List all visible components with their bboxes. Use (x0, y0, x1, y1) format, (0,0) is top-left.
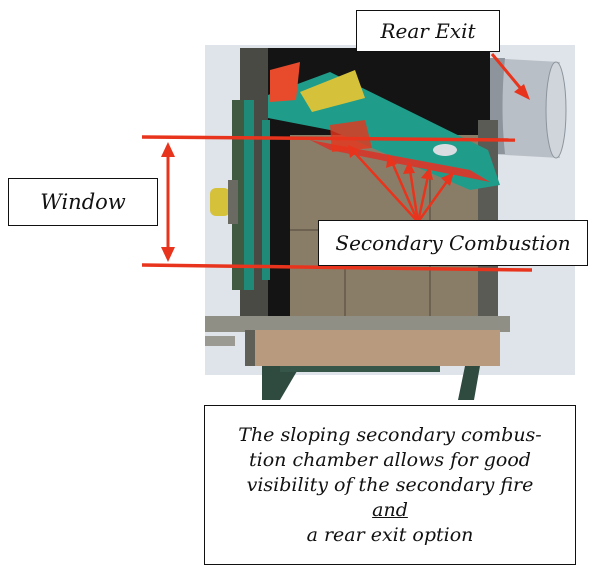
caption-line-4-rest: a rear exit option (306, 523, 474, 546)
window-top-line (141, 135, 516, 142)
window-bottom-line (141, 263, 533, 272)
door-frame (210, 100, 270, 290)
window-double-arrow (161, 142, 175, 262)
secondary-combustion-text: Secondary Combustion (335, 231, 571, 255)
rear-exit-arrow (490, 53, 530, 100)
annotation-arrows (141, 53, 533, 272)
caption-box: The sloping secondary combus- tion chamb… (204, 405, 576, 565)
rear-exit-text: Rear Exit (380, 19, 476, 43)
rear-exit-pipe (488, 58, 567, 159)
caption-line-2: tion chamber allows for good (249, 448, 531, 471)
caption-line-4: and a rear exit option (307, 498, 474, 548)
rear-exit-label: Rear Exit (356, 10, 500, 52)
window-text: Window (40, 190, 126, 214)
caption-line-3: visibility of the secondary fire (246, 473, 534, 496)
window-label: Window (8, 178, 158, 226)
secondary-combustion-label: Secondary Combustion (318, 220, 588, 266)
caption-line-1: The sloping secondary combus- (238, 423, 542, 446)
secondary-combustion-arrows (348, 145, 454, 223)
stove-base (205, 316, 510, 400)
caption-underlined-word: and (372, 498, 408, 521)
